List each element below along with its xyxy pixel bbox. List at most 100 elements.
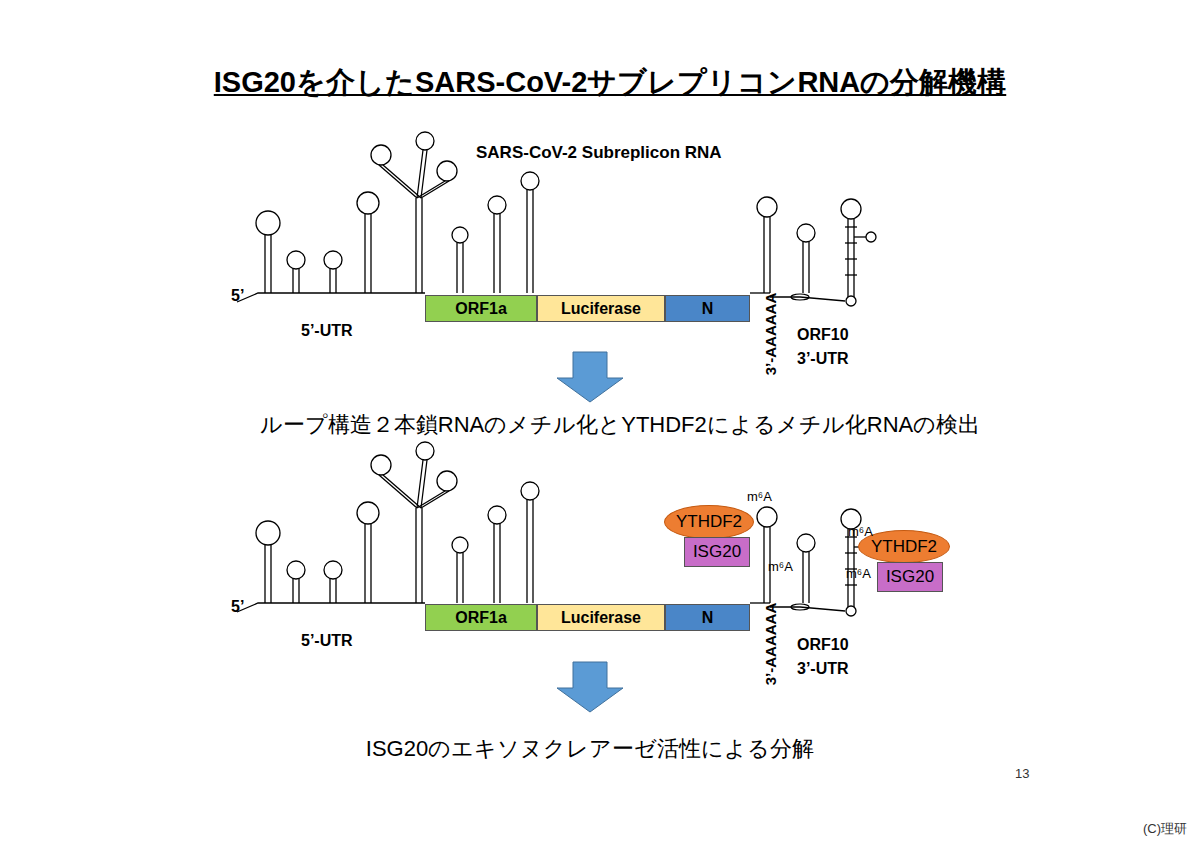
text-label: 3’-UTR bbox=[797, 350, 849, 368]
text-label: 5’ bbox=[231, 287, 244, 305]
rna-stroke bbox=[845, 584, 857, 585]
rna-stroke bbox=[845, 274, 857, 275]
text-label: 5’ bbox=[231, 598, 244, 616]
text-label: (C)理研 bbox=[1143, 822, 1187, 837]
rna-stroke bbox=[462, 553, 463, 603]
rna-stroke bbox=[532, 500, 533, 603]
gene-box: ISG20 bbox=[877, 562, 943, 592]
stem-loop bbox=[437, 161, 457, 181]
rna-stroke bbox=[456, 553, 457, 603]
stem-loop bbox=[797, 534, 815, 552]
rna-stroke bbox=[499, 524, 500, 603]
stem-loop bbox=[866, 232, 876, 242]
text-label: ORF10 bbox=[797, 636, 849, 654]
rna-stroke bbox=[421, 150, 427, 198]
node-text: YTHDF2 bbox=[676, 512, 742, 532]
stem-loop bbox=[416, 132, 434, 150]
rna-stroke bbox=[264, 545, 265, 603]
rna-stroke bbox=[499, 214, 500, 293]
stem-loop bbox=[357, 192, 379, 214]
stem-loop bbox=[797, 224, 815, 242]
gene-box: ORF1a bbox=[425, 604, 537, 631]
rna-stroke bbox=[791, 604, 809, 610]
rna-stroke bbox=[335, 579, 336, 603]
stem-loop bbox=[437, 471, 457, 491]
stem-loop bbox=[846, 296, 856, 306]
gene-box: Luciferase bbox=[537, 604, 665, 631]
stem-loop bbox=[488, 506, 506, 524]
rna-stroke bbox=[526, 190, 527, 293]
gene-box: N bbox=[665, 604, 750, 631]
text-label: 3’-UTR bbox=[797, 660, 849, 678]
rna-stroke bbox=[329, 579, 330, 603]
rna-stroke bbox=[791, 294, 809, 300]
rna-stroke bbox=[270, 545, 271, 603]
stem-loop bbox=[757, 507, 777, 527]
node-text: ISG20 bbox=[886, 567, 934, 587]
rna-stroke bbox=[292, 579, 293, 603]
rna-stroke bbox=[237, 603, 425, 612]
stem-loop bbox=[256, 521, 280, 545]
rna-stroke bbox=[335, 269, 336, 293]
rna-stroke bbox=[854, 236, 866, 237]
rna-stroke bbox=[493, 524, 494, 603]
rna-stroke bbox=[808, 242, 809, 293]
rna-stroke bbox=[421, 491, 449, 508]
rna-stroke bbox=[415, 198, 416, 293]
rna-stroke bbox=[292, 269, 293, 293]
rna-stroke bbox=[298, 269, 299, 293]
gene-box: N bbox=[665, 295, 750, 322]
node-text: ORF1a bbox=[455, 609, 507, 627]
text-label: 13 bbox=[1015, 767, 1029, 782]
stem-loop bbox=[287, 251, 305, 269]
polya-label: 3’-AAAAAA bbox=[762, 603, 779, 686]
rna-stroke bbox=[329, 269, 330, 293]
stem-loop bbox=[521, 482, 539, 500]
node-text: ORF1a bbox=[455, 300, 507, 318]
title: ISG20を介したSARS-CoV-2サブレプリコンRNAの分解機構 bbox=[214, 66, 1006, 99]
rna-stroke bbox=[763, 217, 764, 293]
stem-loop bbox=[256, 211, 280, 235]
rna-stroke bbox=[383, 475, 421, 508]
rna-stroke bbox=[769, 217, 770, 293]
text-label: SARS-CoV-2 Subreplicon RNA bbox=[476, 143, 722, 163]
rna-stroke bbox=[456, 243, 457, 293]
rna-stroke bbox=[845, 242, 857, 243]
node-text: N bbox=[702, 300, 714, 318]
rna-stroke bbox=[383, 165, 421, 198]
node-text: Luciferase bbox=[561, 609, 641, 627]
stem-loop bbox=[357, 502, 379, 524]
node-text: YTHDF2 bbox=[871, 537, 937, 557]
stem-loop bbox=[324, 561, 342, 579]
stem-loop bbox=[416, 442, 434, 460]
rna-stroke bbox=[415, 508, 416, 603]
rna-stroke bbox=[417, 181, 445, 198]
stem-loop bbox=[452, 227, 468, 243]
node-text: N bbox=[702, 609, 714, 627]
modification-label: m⁶A bbox=[846, 567, 871, 582]
polya-label: 3’-AAAAAA bbox=[762, 293, 779, 376]
modification-label: m⁶A bbox=[848, 525, 873, 540]
stem-loop bbox=[324, 251, 342, 269]
rna-stroke bbox=[364, 214, 365, 293]
rna-stroke bbox=[421, 460, 427, 508]
rna-stroke bbox=[421, 198, 422, 293]
stem-loop bbox=[488, 196, 506, 214]
stem-loop bbox=[521, 172, 539, 190]
rna-stroke bbox=[493, 214, 494, 293]
stem-loop bbox=[371, 145, 391, 165]
text-label: 5’-UTR bbox=[301, 632, 353, 650]
modification-label: m⁶A bbox=[747, 490, 772, 505]
protein-oval: YTHDF2 bbox=[664, 505, 754, 539]
gene-box: Luciferase bbox=[537, 295, 665, 322]
rna-stroke bbox=[532, 190, 533, 293]
rna-stroke bbox=[270, 235, 271, 293]
node-text: Luciferase bbox=[561, 300, 641, 318]
rna-stroke bbox=[370, 524, 371, 603]
rna-stroke bbox=[763, 527, 764, 603]
stem-loop bbox=[841, 199, 861, 219]
gene-box: ORF1a bbox=[425, 295, 537, 322]
text-label: ループ構造２本鎖RNAのメチル化とYTHDF2によるメチル化RNAの検出 bbox=[260, 412, 980, 437]
rna-stroke bbox=[379, 165, 417, 198]
rna-stroke bbox=[421, 181, 449, 198]
